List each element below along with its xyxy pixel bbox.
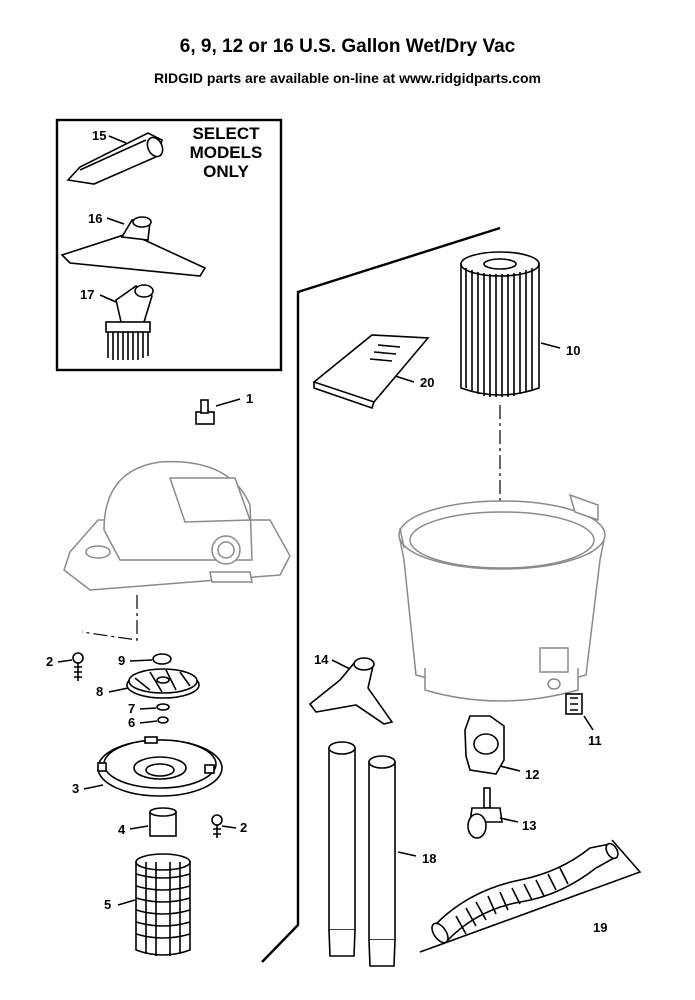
accessory-inset-box	[55, 118, 283, 372]
claw-nozzle-part-14	[308, 657, 394, 725]
panel-divider-line	[261, 226, 501, 963]
screw-part-2-right	[211, 814, 223, 838]
callout-2-right: 2	[240, 820, 247, 835]
callout-16: 16	[88, 211, 102, 226]
inset-note-models: MODELS	[190, 143, 263, 162]
powerhead-assembly	[63, 460, 291, 591]
callout-11: 11	[588, 733, 602, 748]
hose-part-19	[431, 842, 619, 944]
callout-1: 1	[246, 391, 253, 406]
float-part-4	[149, 807, 177, 837]
callout-7: 7	[128, 701, 135, 716]
callout-3: 3	[72, 781, 79, 796]
callout-12: 12	[525, 767, 539, 782]
callout-14: 14	[314, 652, 329, 667]
impeller-part-8	[126, 668, 200, 699]
spacer-part-6	[157, 716, 169, 724]
callout-17: 17	[80, 287, 94, 302]
drain-cap-part-11	[565, 693, 583, 715]
switch-part-1	[195, 399, 215, 425]
lid-part-3	[97, 736, 223, 797]
manual-part-20	[312, 334, 430, 410]
washer-part-7	[156, 703, 170, 711]
callout-4: 4	[118, 822, 126, 837]
inset-note-only: ONLY	[203, 162, 249, 181]
page-title: 6, 9, 12 or 16 U.S. Gallon Wet/Dry Vac	[179, 36, 516, 57]
extension-wand-part-18	[328, 741, 396, 967]
nut-part-9	[152, 653, 172, 665]
callout-20: 20	[420, 375, 434, 390]
callout-6: 6	[128, 715, 135, 730]
callout-5: 5	[104, 897, 111, 912]
utility-nozzle-part-15	[66, 132, 164, 185]
page-subtitle: RIDGID parts are available on-line at ww…	[154, 70, 541, 86]
callout-15: 15	[92, 128, 106, 143]
caster-foot-part-12	[464, 715, 505, 775]
callout-13: 13	[522, 818, 536, 833]
drum-assembly	[398, 493, 606, 702]
caster-part-13	[467, 787, 503, 839]
floor-nozzle-part-16	[60, 216, 207, 277]
callout-8: 8	[96, 684, 103, 699]
filter-cage-part-5	[135, 853, 191, 956]
cartridge-filter-part-10	[460, 251, 540, 397]
callout-18: 18	[422, 851, 436, 866]
callout-10: 10	[566, 343, 580, 358]
callout-9: 9	[118, 653, 125, 668]
inset-note-select: SELECT	[192, 124, 260, 143]
screw-part-2-left	[72, 652, 84, 681]
dusting-brush-part-17	[105, 284, 154, 360]
callout-19: 19	[593, 920, 607, 935]
callout-2-left: 2	[46, 654, 53, 669]
